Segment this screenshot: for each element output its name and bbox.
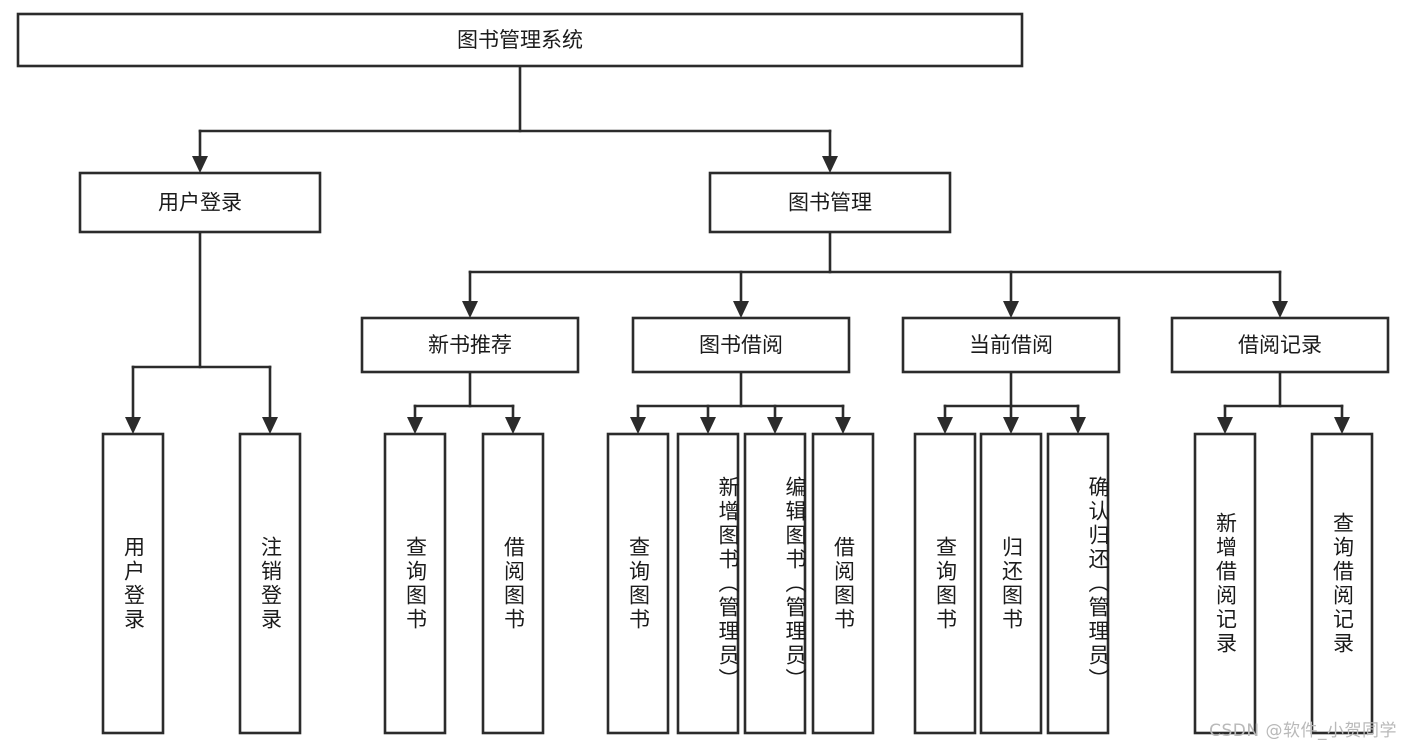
level2-node-label-0: 用户登录 [158,191,242,215]
edges-layer [125,64,1350,434]
arrow-head-icon [1334,417,1350,434]
leaf-node-box-11[interactable] [1193,432,1257,735]
level2-node-box-1[interactable] [708,171,952,234]
arrow-head-icon [462,301,478,318]
level2-node-label-1: 图书管理 [788,191,872,215]
leaf-node-box-12[interactable] [1310,432,1374,735]
leaf-node-box-7[interactable] [811,432,875,735]
arrow-head-icon [767,417,783,434]
arrow-head-icon [407,417,423,434]
arrow-head-icon [1070,417,1086,434]
leaf-node-box-0[interactable] [101,432,165,735]
arrow-head-icon [630,417,646,434]
arrow-head-icon [835,417,851,434]
boxes-layer [16,12,1390,735]
level3-node-label-0: 新书推荐 [428,333,512,357]
leaf-node-box-9[interactable] [979,432,1043,735]
level3-node-box-3[interactable] [1170,316,1390,374]
arrow-head-icon [262,417,278,434]
arrow-head-icon [505,417,521,434]
arrow-head-icon [192,156,208,173]
root-node-label: 图书管理系统 [457,28,583,52]
leaf-node-box-1[interactable] [238,432,302,735]
arrow-head-icon [1003,417,1019,434]
arrow-head-icon [1003,301,1019,318]
leaf-node-box-8[interactable] [913,432,977,735]
arrow-head-icon [1272,301,1288,318]
arrow-head-icon [1217,417,1233,434]
arrow-head-icon [822,156,838,173]
arrow-head-icon [125,417,141,434]
level3-node-label-3: 借阅记录 [1238,333,1322,357]
level2-node-box-0[interactable] [78,171,322,234]
arrow-head-icon [937,417,953,434]
leaf-node-box-2[interactable] [383,432,447,735]
arrow-head-icon [700,417,716,434]
level3-node-label-1: 图书借阅 [699,333,783,357]
leaf-node-box-10[interactable] [1046,432,1110,735]
leaf-node-box-4[interactable] [606,432,670,735]
level3-node-box-1[interactable] [631,316,851,374]
level3-node-box-0[interactable] [360,316,580,374]
level3-node-label-2: 当前借阅 [969,333,1053,357]
csdn-watermark: CSDN @软件_小贺同学 [1209,721,1397,741]
arrow-head-icon [733,301,749,318]
leaf-node-box-6[interactable] [743,432,807,735]
leaf-node-box-3[interactable] [481,432,545,735]
level3-node-box-2[interactable] [901,316,1121,374]
root-node-box-0[interactable] [16,12,1024,68]
leaf-node-box-5[interactable] [676,432,740,735]
